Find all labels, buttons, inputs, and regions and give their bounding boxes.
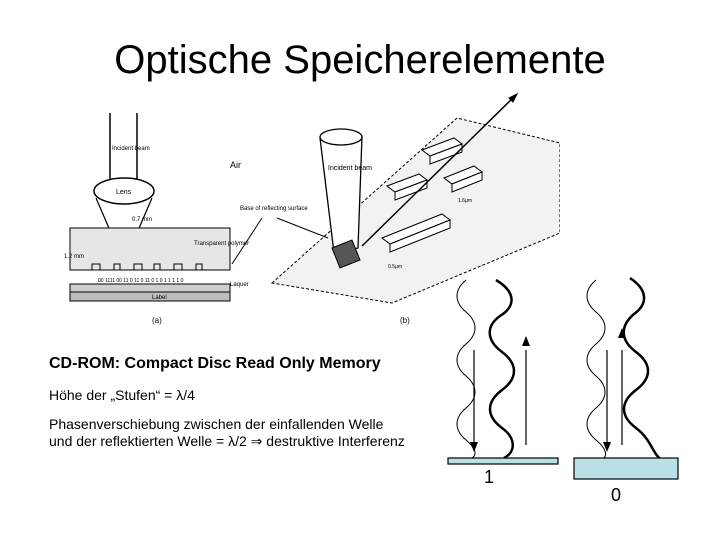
air-label: Air [230,160,241,170]
transparent-label: Transparent polymer [194,241,249,247]
arrow-down-1 [470,442,478,452]
part-a-label: (a) [152,316,162,325]
lens-dim-label: 0.7 mm [132,217,152,223]
label-layer-label: Label [152,295,167,301]
wave-incident-1 [456,279,476,461]
interference-diagram [447,276,679,480]
slide-title: Optische Speicherelemente [114,38,606,82]
arrow-down-0 [603,442,611,452]
surface-0 [573,457,679,480]
arrow-up-1 [522,336,530,346]
cd-rom-figure: Incident beam Air Lens 0.7 mm Base of re… [64,92,560,325]
arrow-up-0 [618,328,626,338]
base-label: Base of reflecting surface [240,206,308,212]
lacquer-label: Laquer [230,282,249,288]
wave-incident-0 [586,279,606,461]
cd-rom-heading: CD-ROM: Compact Disc Read Only Memory [49,355,381,372]
cross-section-a [69,113,231,302]
label-0: 0 [611,485,622,505]
lens-label: Lens [116,189,132,196]
wave-reflected-1 [488,278,516,460]
label-1: 1 [484,467,495,487]
incident-beam-label: Incident beam [112,146,150,152]
dim-a-label: 1.6µm [458,198,472,204]
step-height-text: Höhe der „Stufen“ = λ/4 [49,387,195,403]
bits-label: 00 1111 00 11 0 11 0 11 0 1 0 1 1 1 1 0 [98,278,184,284]
part-b-label: (b) [400,316,410,325]
dim-b-label: 0.5µm [388,264,402,270]
wave-reflected-0 [622,276,663,462]
surface-1 [447,457,559,465]
perspective-b [270,92,560,304]
incident-beam-b-label: Incident beam [328,165,372,172]
thickness-label: 1.2 mm [64,254,84,260]
phase-shift-text: Phasenverschiebung zwischen der einfalle… [49,416,405,449]
